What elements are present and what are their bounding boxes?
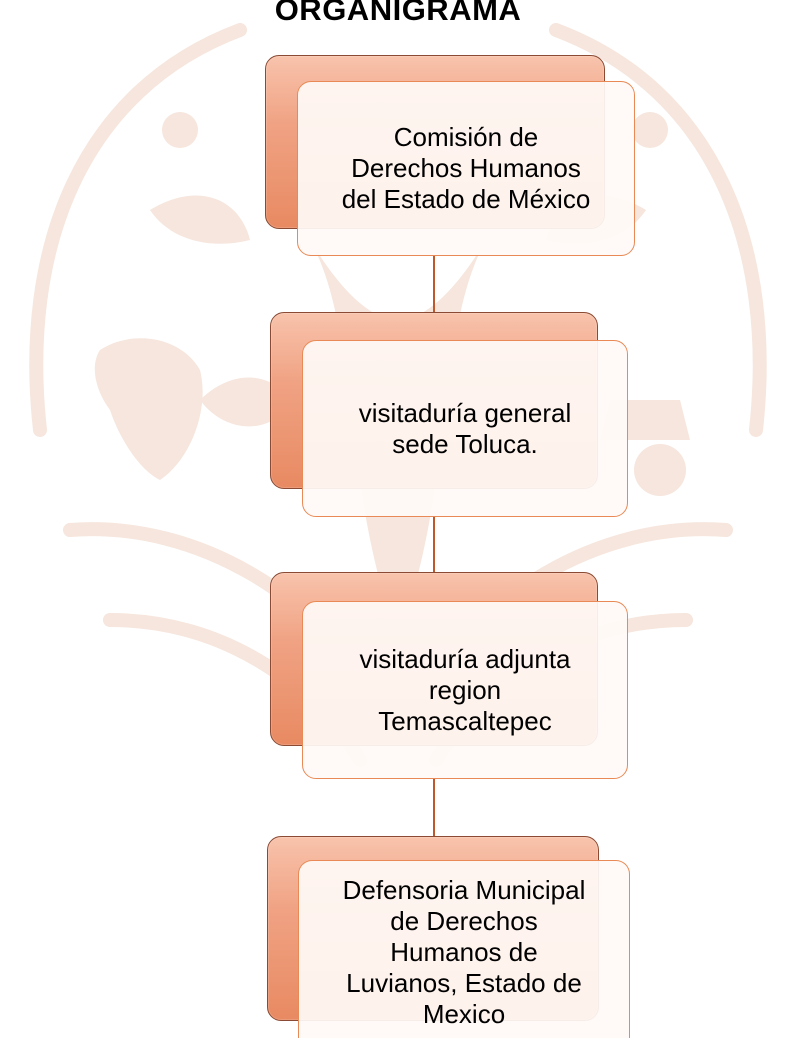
connector-2-3 [433,517,435,575]
watermark-right-dot [632,112,668,148]
node-2-label: visitaduría general sede Toluca. [358,397,572,459]
watermark-left-dot [162,112,198,148]
node-4: Defensoria Municipal de Derechos Humanos… [298,860,630,1038]
node-3-label: visitaduría adjunta region Temascaltepec [359,643,571,736]
watermark-left-leaf [150,195,250,244]
watermark-tractor-wheel [634,444,686,496]
page-title: ORGANIGRAMA [274,0,522,27]
watermark-basket-icon [200,377,290,427]
watermark-right-arc [549,23,767,437]
node-1: Comisión de Derechos Humanos del Estado … [297,81,635,256]
connector-1-2 [433,256,435,318]
node-1-label: Comisión de Derechos Humanos del Estado … [341,122,591,214]
node-4-label: Defensoria Municipal de Derechos Humanos… [342,875,586,1029]
watermark-cow-icon [94,338,203,480]
node-3: visitaduría adjunta region Temascaltepec [302,601,628,779]
watermark-left-arc [29,23,247,437]
node-2: visitaduría general sede Toluca. [302,340,628,517]
connector-3-4 [433,779,435,841]
